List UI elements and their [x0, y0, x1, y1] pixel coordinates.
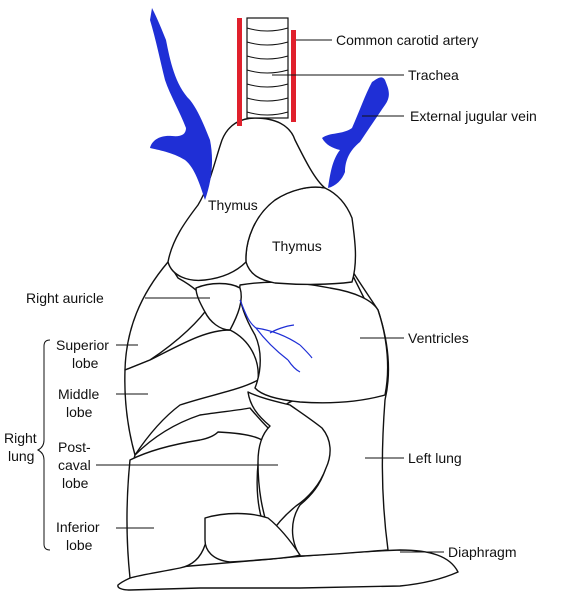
carotid-artery-right — [291, 30, 296, 122]
label-postcaval-lobe-line1: Post- — [58, 439, 91, 455]
right-auricle-shape — [195, 282, 242, 331]
jugular-vein-right — [322, 77, 389, 188]
trachea-shape — [246, 17, 289, 119]
label-external-jugular-vein: External jugular vein — [410, 108, 537, 124]
leader-lines — [36, 39, 444, 553]
label-inferior-lobe-line1: Inferior — [56, 519, 100, 535]
label-left-lung: Left lung — [408, 450, 462, 466]
label-right-lung-line1: Right — [4, 430, 37, 446]
label-ventricles: Ventricles — [408, 330, 469, 346]
coronary-vessels — [239, 299, 313, 373]
label-inferior-lobe-line2: lobe — [66, 537, 93, 553]
label-right-auricle: Right auricle — [26, 290, 104, 306]
label-middle-lobe-line1: Middle — [58, 386, 99, 402]
label-diaphragm: Diaphragm — [448, 544, 516, 560]
ventricles-shape — [238, 281, 389, 404]
label-superior-lobe-line2: lobe — [72, 355, 99, 371]
label-right-lung-line2: lung — [8, 448, 34, 464]
label-superior-lobe-line1: Superior — [56, 337, 109, 353]
accessory-region — [204, 512, 301, 563]
label-thymus-right: Thymus — [272, 238, 322, 254]
label-trachea: Trachea — [408, 67, 459, 83]
postcaval-vein-region — [247, 391, 331, 536]
jugular-vein-left — [150, 8, 213, 200]
label-postcaval-lobe-line2: caval — [58, 457, 91, 473]
label-common-carotid-artery: Common carotid artery — [336, 32, 478, 48]
label-postcaval-lobe-line3: lobe — [62, 475, 89, 491]
label-thymus-left: Thymus — [208, 197, 258, 213]
carotid-artery-left — [237, 18, 242, 126]
right-middle-lobe-shape — [124, 329, 259, 456]
label-middle-lobe-line2: lobe — [66, 404, 93, 420]
